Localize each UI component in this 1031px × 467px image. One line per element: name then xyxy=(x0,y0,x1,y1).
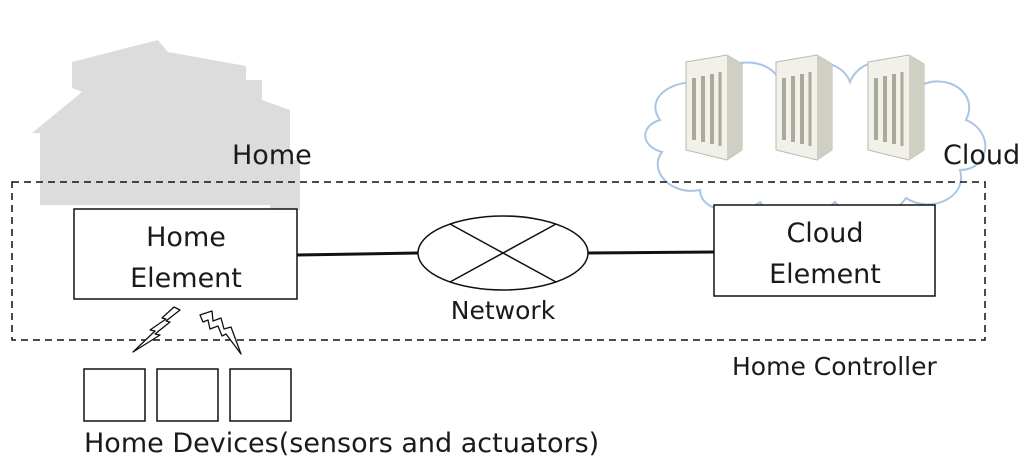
home-label: Home xyxy=(232,140,312,171)
lightning-bolt-icon xyxy=(199,310,242,355)
cloud-element-box: Cloud Element xyxy=(713,204,936,297)
server-rack-icon xyxy=(775,54,833,161)
home-device-box xyxy=(83,368,146,422)
network-switch-icon xyxy=(417,215,589,291)
home-element-label-line2: Element xyxy=(130,263,242,294)
home-device-box xyxy=(229,368,292,422)
home-network-link xyxy=(296,251,419,257)
lightning-bolt-icon xyxy=(132,306,181,353)
server-rack-icon xyxy=(867,54,925,161)
home-devices-label: Home Devices(sensors and actuators) xyxy=(84,428,599,459)
network-label: Network xyxy=(451,296,556,325)
house-silhouette-icon xyxy=(32,40,300,210)
home-controller-boundary xyxy=(11,181,986,341)
server-rack-icon xyxy=(685,54,743,161)
home-controller-label: Home Controller xyxy=(732,352,937,381)
cloud-element-label-line2: Element xyxy=(769,259,881,290)
home-element-label-line1: Home xyxy=(146,222,226,253)
network-cloud-link xyxy=(587,250,715,255)
cloud-label: Cloud xyxy=(943,140,1020,171)
cloud-element-label-line1: Cloud xyxy=(786,218,863,249)
home-element-box: Home Element xyxy=(73,208,298,300)
home-device-box xyxy=(156,368,219,422)
